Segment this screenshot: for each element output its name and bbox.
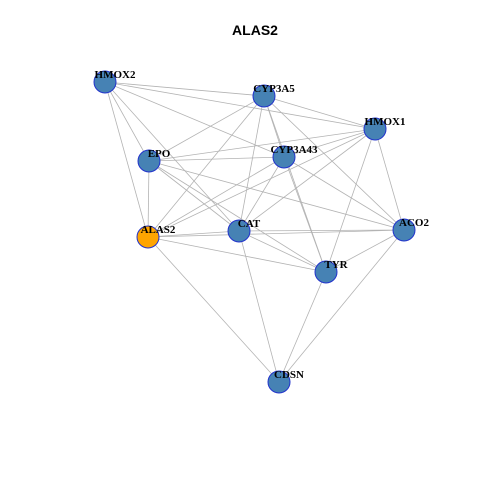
edge-epo-alas2 bbox=[147, 160, 150, 238]
edge-hmox1-cat bbox=[238, 128, 376, 232]
edge-alas2-tyr bbox=[147, 236, 327, 273]
node-hmox1[interactable] bbox=[363, 117, 387, 141]
edge-hmox1-epo bbox=[148, 128, 376, 162]
edge-cyp3a43-cat bbox=[238, 156, 285, 232]
edge-aco2-cdsn bbox=[278, 229, 405, 383]
edge-hmox2-hmox1 bbox=[104, 81, 376, 130]
edge-epo-cat bbox=[148, 160, 240, 232]
edge-epo-cyp3a43 bbox=[148, 156, 285, 162]
node-hmox2[interactable] bbox=[93, 70, 117, 94]
edge-cyp3a5-epo bbox=[148, 95, 265, 162]
node-label-cyp3a43: CYP3A43 bbox=[270, 144, 318, 156]
edge-hmox2-cyp3a5 bbox=[104, 81, 265, 97]
edge-cat-tyr bbox=[238, 230, 327, 273]
edge-hmox1-cyp3a43 bbox=[283, 128, 376, 158]
edge-hmox1-tyr bbox=[325, 128, 376, 273]
edge-alas2-cat bbox=[147, 230, 240, 238]
edges-layer bbox=[104, 81, 405, 383]
edge-hmox2-cyp3a43 bbox=[104, 81, 285, 158]
node-label-cat: CAT bbox=[238, 218, 261, 230]
edge-cyp3a43-alas2 bbox=[147, 156, 285, 238]
node-label-alas2: ALAS2 bbox=[141, 224, 176, 236]
nodes-layer bbox=[93, 70, 416, 394]
edge-hmox1-alas2 bbox=[147, 128, 376, 238]
node-epo[interactable] bbox=[137, 149, 161, 173]
edge-hmox2-cat bbox=[104, 81, 240, 232]
edge-cyp3a5-cat bbox=[238, 95, 265, 232]
node-label-epo: EPO bbox=[148, 148, 171, 160]
edge-cat-aco2 bbox=[238, 229, 405, 232]
node-label-tyr: TYR bbox=[324, 259, 348, 271]
edge-tyr-cdsn bbox=[278, 271, 327, 383]
edge-epo-aco2 bbox=[148, 160, 405, 231]
edge-cyp3a5-hmox1 bbox=[263, 95, 376, 130]
edge-cyp3a5-aco2 bbox=[263, 95, 405, 231]
edge-cyp3a43-aco2 bbox=[283, 156, 405, 231]
edge-cat-cdsn bbox=[238, 230, 280, 383]
edge-alas2-cdsn bbox=[147, 236, 280, 383]
node-aco2[interactable] bbox=[392, 218, 416, 242]
node-cyp3a5[interactable] bbox=[252, 84, 276, 108]
edge-alas2-aco2 bbox=[147, 229, 405, 238]
node-label-hmox2: HMOX2 bbox=[95, 69, 136, 81]
node-cyp3a43[interactable] bbox=[272, 145, 296, 169]
node-label-aco2: ACO2 bbox=[399, 217, 429, 229]
node-tyr[interactable] bbox=[314, 260, 338, 284]
node-cat[interactable] bbox=[227, 219, 251, 243]
edge-aco2-tyr bbox=[325, 229, 405, 273]
edge-cyp3a5-alas2 bbox=[147, 95, 265, 238]
node-cdsn[interactable] bbox=[267, 370, 291, 394]
node-alas2[interactable] bbox=[136, 225, 160, 249]
edge-epo-tyr bbox=[148, 160, 327, 273]
node-label-hmox1: HMOX1 bbox=[365, 116, 406, 128]
node-label-cyp3a5: CYP3A5 bbox=[253, 83, 295, 95]
edge-cyp3a43-tyr bbox=[283, 156, 327, 273]
edge-hmox1-aco2 bbox=[374, 128, 405, 231]
graph-title: ALAS2 bbox=[232, 22, 278, 38]
edge-hmox2-alas2 bbox=[104, 81, 149, 238]
edge-hmox2-epo bbox=[104, 81, 150, 162]
node-label-cdsn: CDSN bbox=[274, 369, 304, 381]
